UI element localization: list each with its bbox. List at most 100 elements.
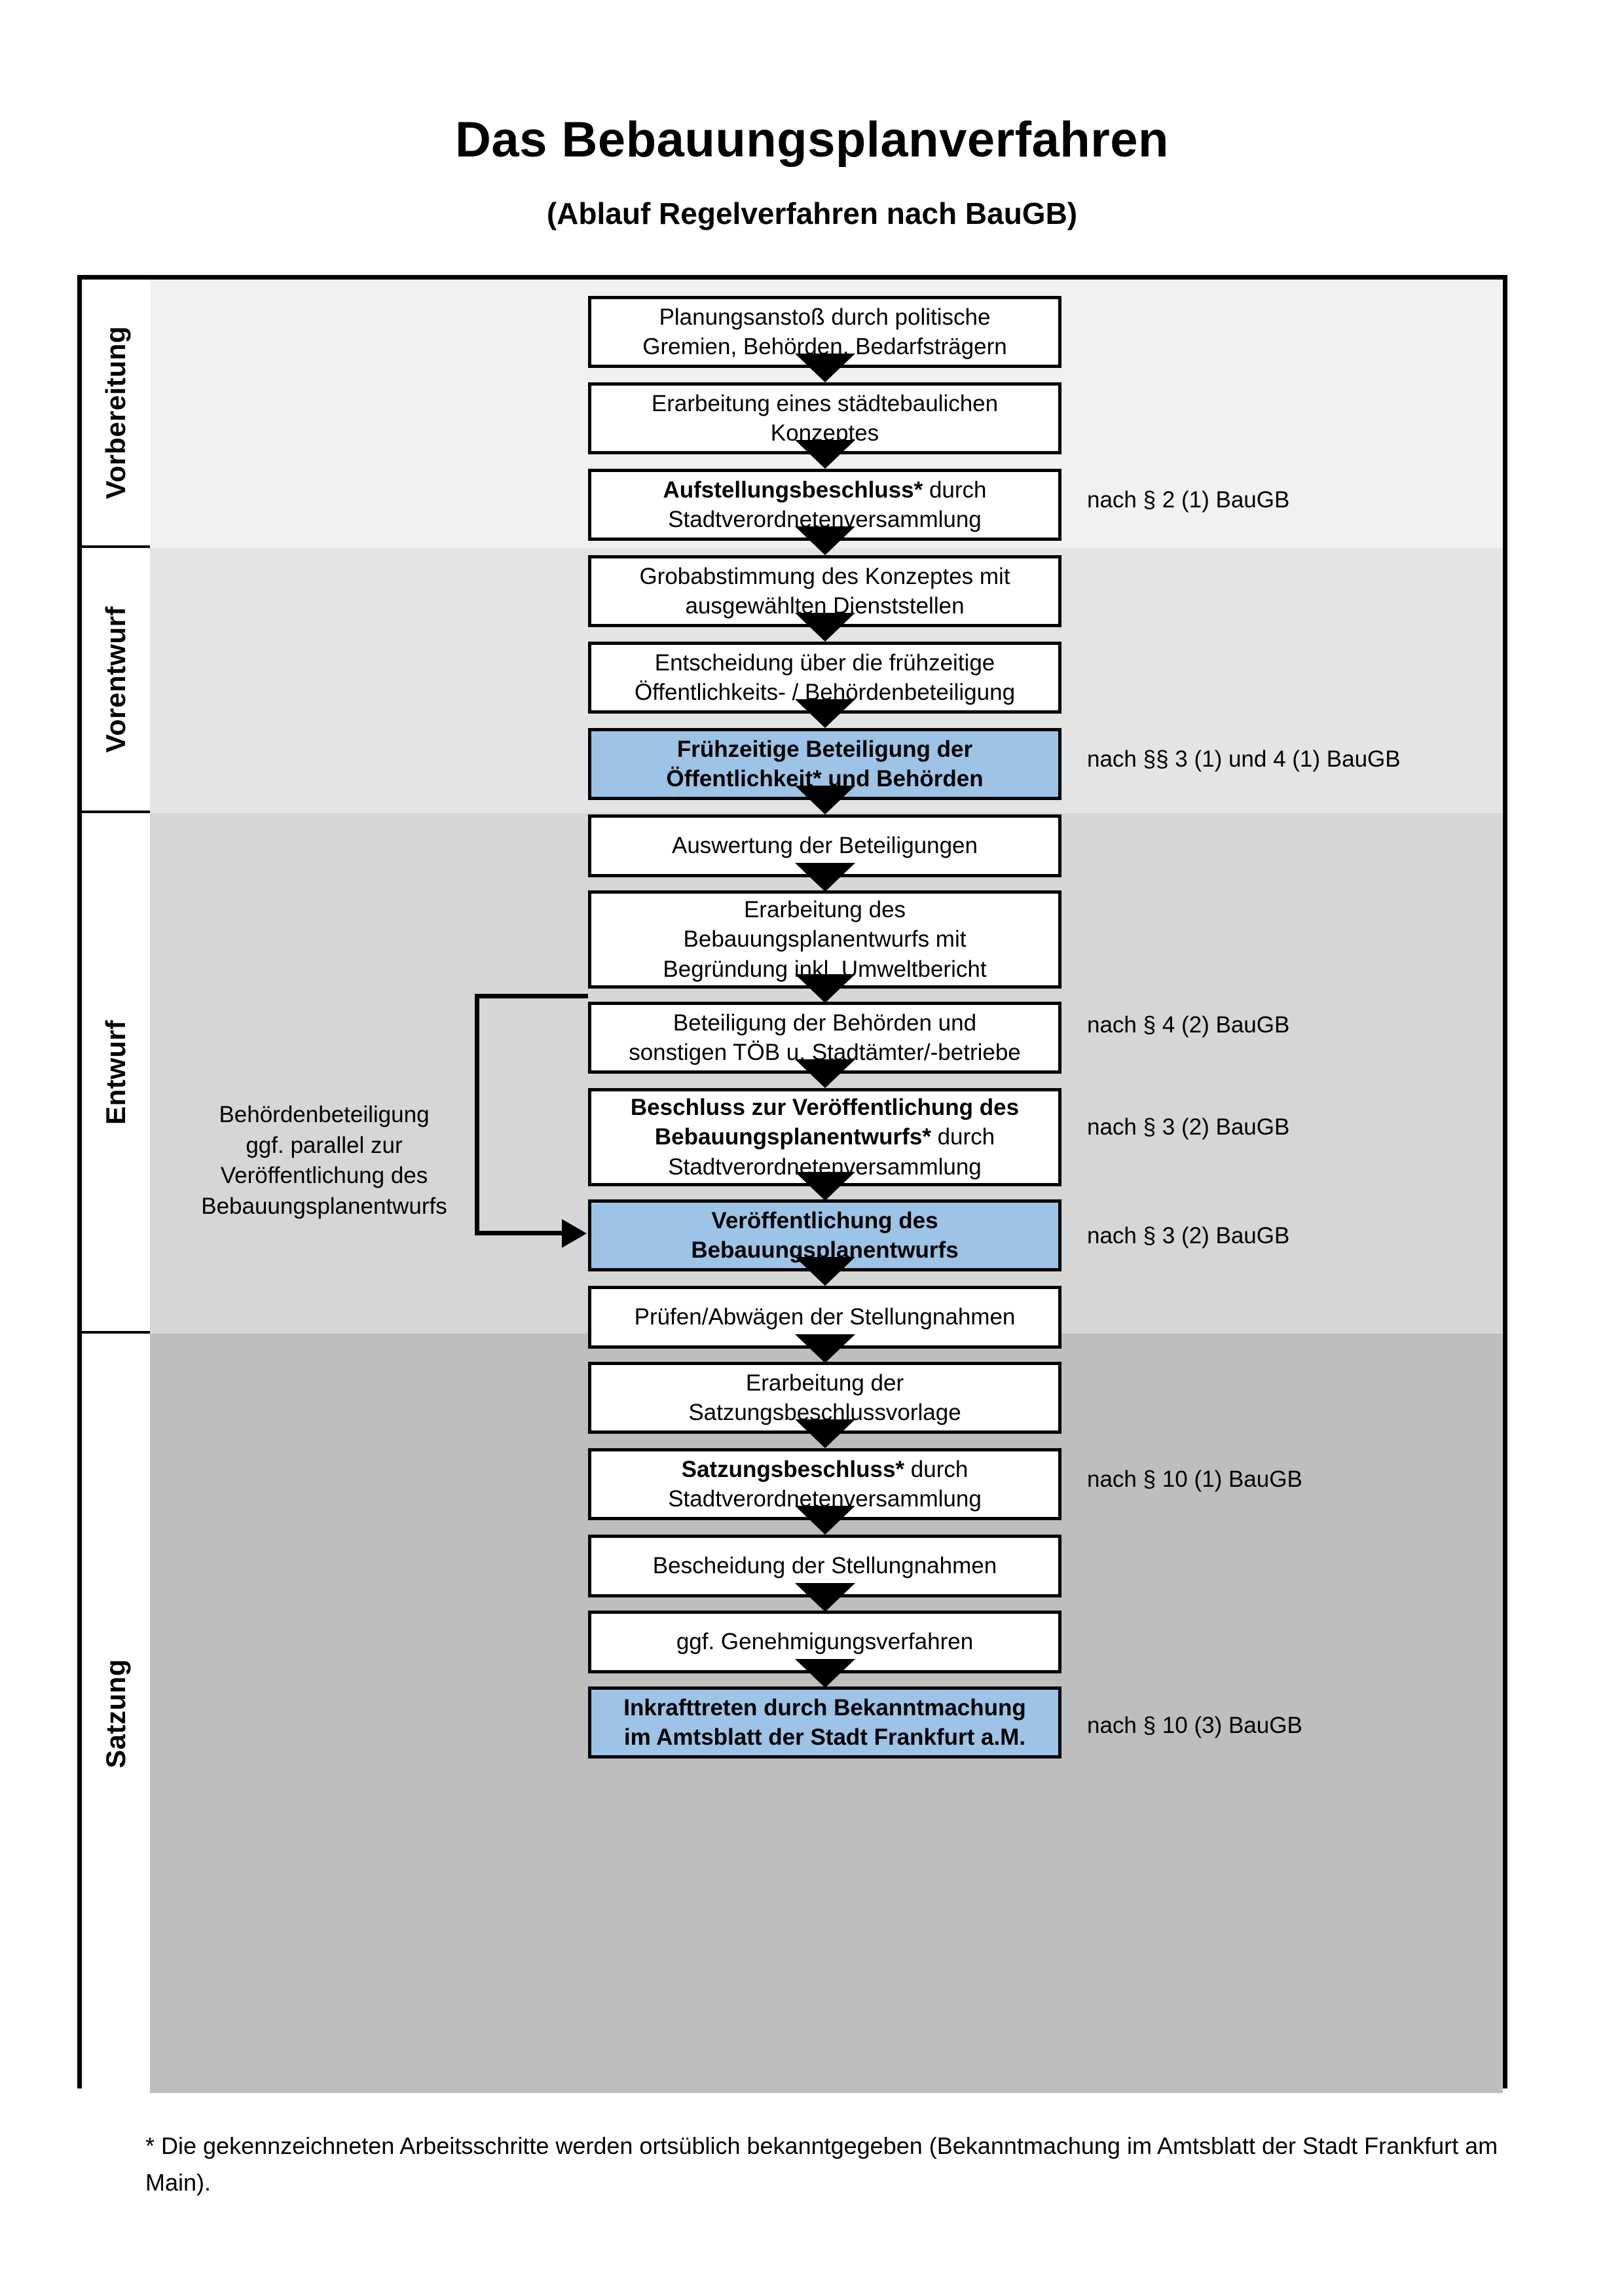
flow-step-text: Bescheidung der Stellungnahmen [652,1553,997,1579]
flow-step-text: Erarbeitung des [743,896,906,922]
law-reference-l1: nach § 2 (1) BauGB [1087,487,1290,513]
flow-step-line: Auswertung der Beteiligungen [672,831,978,861]
flow-step-line: Entscheidung über die frühzeitige [635,648,1015,678]
flow-step-line: Inkrafttreten durch Bekanntmachung [623,1693,1026,1723]
flow-step-line: Grobabstimmung des Konzeptes mit [639,562,1010,592]
phase-label-satzung: Satzung [100,1658,131,1768]
flow-step-line: Erarbeitung eines städtebaulichen [652,389,998,419]
flow-step-text: im Amtsblatt der Stadt Frankfurt a.M. [623,1724,1026,1750]
flow-step-text: Aufstellungsbeschluss* [663,477,923,503]
flow-step-line: ggf. Genehmigungsverfahren [676,1627,973,1657]
connector-arrowhead-icon [562,1219,587,1248]
flow-step-text: Erarbeitung der [745,1370,904,1396]
flow-step-text: durch Bekanntmachung [757,1694,1026,1721]
law-reference-l2: nach §§ 3 (1) und 4 (1) BauGB [1087,746,1401,772]
flow-arrow-down-icon [794,1419,855,1448]
flow-step-line: Beteiligung der Behörden und [629,1008,1021,1038]
title-block: Das Bebauungsplanverfahren (Ablauf Regel… [0,111,1624,231]
flow-arrow-down-icon [794,1583,855,1612]
law-reference-l3: nach § 4 (2) BauGB [1087,1012,1290,1038]
flow-step-label: ggf. Genehmigungsverfahren [676,1627,973,1657]
flow-step-line: Veröffentlichung des [691,1206,958,1236]
connector-segment-vertical [475,994,479,1235]
flow-step-text: Erarbeitung eines städtebaulichen [651,390,999,416]
flow-arrow-down-icon [794,354,855,382]
flow-step-label: Bescheidung der Stellungnahmen [653,1551,997,1581]
phase-cell-satzung: Satzung [82,1334,150,2093]
flow-step-text: durch [904,1456,969,1482]
phase-cell-vorentwurf: Vorentwurf [82,548,150,813]
flow-step-line: Erarbeitung des [663,895,986,925]
connector-segment-top [475,994,588,998]
flow-step-text: Veröffentlichung des [711,1207,938,1233]
flow-arrow-down-icon [794,440,855,469]
flow-arrow-down-icon [794,699,855,728]
flow-step-label: Auswertung der Beteiligungen [672,831,978,861]
side-note-parallel-behoerdenbeteiligung: Behördenbeteiligung ggf. parallel zur Ve… [201,1102,447,1219]
flow-step-line: Aufstellungsbeschluss* durch [663,475,986,505]
flow-arrow-down-icon [794,974,855,1003]
phase-cell-entwurf: Entwurf [82,813,150,1334]
flow-arrow-down-icon [794,1257,855,1286]
flow-step-line: Bescheidung der Stellungnahmen [653,1551,997,1581]
flow-step-text: Entscheidung über die frühzeitige [654,649,995,676]
flow-step-s15: Bescheidung der Stellungnahmen [588,1535,1061,1597]
flow-step-line: Prüfen/Abwägen der Stellungnahmen [635,1302,1016,1332]
phase-label-entwurf: Entwurf [100,1019,131,1125]
flow-step-line: Planungsanstoß durch politische [642,302,1006,333]
law-reference-l6: nach § 10 (1) BauGB [1087,1467,1302,1492]
flow-step-text: Satzungsbeschluss* [681,1456,905,1482]
flow-step-text: Frühzeitige Beteiligung der [676,736,973,762]
flow-step-line: Beschluss zur Veröffentlichung des [631,1093,1019,1123]
flow-step-line: im Amtsblatt der Stadt Frankfurt a.M. [623,1722,1026,1753]
flow-step-line: Satzungsbeschluss* durch [668,1455,982,1485]
flow-step-text: Auswertung der Beteiligungen [672,833,978,859]
flow-arrow-down-icon [794,1059,855,1088]
phase-cell-vorbereitung: Vorbereitung [82,280,150,548]
flow-arrow-down-icon [794,1172,855,1201]
flow-step-text: Grobabstimmung des Konzeptes mit [639,563,1010,589]
phase-label-vorbereitung: Vorbereitung [100,325,131,500]
flow-arrow-down-icon [794,1506,855,1535]
flow-step-text: ggf. Genehmigungsverfahren [676,1629,974,1655]
flow-arrow-down-icon [794,786,855,814]
flow-step-line: Bebauungsplanentwurfs mit [663,924,986,955]
flow-step-line: Frühzeitige Beteiligung der [666,735,983,765]
flow-arrow-down-icon [794,863,855,892]
flow-step-text: Prüfen/Abwägen der Stellungnahmen [634,1304,1016,1330]
flow-arrow-down-icon [794,613,855,642]
flow-step-text: Planungsanstoß durch politische [659,304,991,330]
law-reference-l4: nach § 3 (2) BauGB [1087,1114,1290,1140]
flow-step-text: durch [931,1124,995,1150]
flow-step-text: Inkrafttreten [623,1694,758,1721]
flow-step-line: Bebauungsplanentwurfs* durch [631,1122,1019,1152]
phase-label-vorentwurf: Vorentwurf [100,606,131,753]
flow-step-text: Beschluss zur Veröffentlichung des [630,1094,1020,1120]
flow-arrow-down-icon [794,1334,855,1363]
law-reference-l5: nach § 3 (2) BauGB [1087,1223,1290,1248]
connector-segment-bottom [475,1231,562,1235]
flow-arrow-down-icon [794,526,855,555]
flow-step-text: Bebauungsplanentwurfs mit [683,926,967,953]
footnote: * Die gekennzeichneten Arbeitsschritte w… [145,2132,1498,2196]
flow-step-line: Erarbeitung der [688,1368,961,1398]
flow-step-label: Prüfen/Abwägen der Stellungnahmen [635,1302,1016,1332]
flow-step-text: Beteiligung der Behörden und [673,1010,977,1036]
